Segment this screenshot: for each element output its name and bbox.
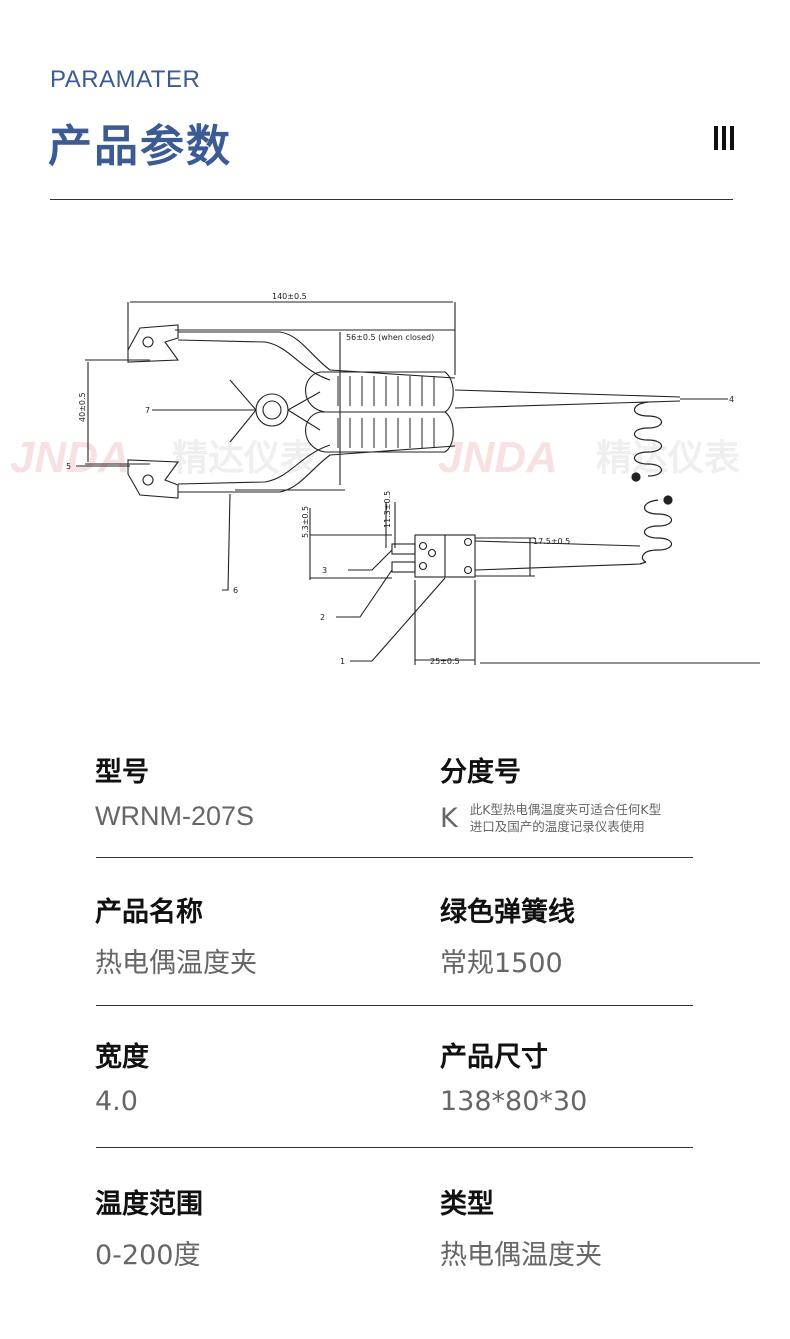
param-label: 型号	[95, 757, 149, 788]
row-divider	[96, 857, 693, 858]
watermark-brand-right: 精达仪表	[596, 438, 740, 479]
dim-length: 140±0.5	[272, 292, 307, 301]
callout-2: 2	[320, 613, 325, 622]
watermark-logo-left: JNDA	[10, 433, 130, 482]
graduation-note-line-1: 此K型热电偶温度夹可适合任何K型	[469, 802, 662, 817]
param-row-3: 宽度 4.0 产品尺寸 138*80*30	[0, 1035, 790, 1155]
param-spring: 绿色弹簧线 常规1500	[440, 890, 575, 980]
param-label: 绿色弹簧线	[440, 897, 575, 928]
callout-4: 4	[729, 395, 734, 404]
param-model: 型号 WRNM-207S	[95, 750, 254, 832]
param-label: 分度号	[440, 757, 521, 788]
param-width: 宽度 4.0	[95, 1035, 149, 1117]
param-row-1: 型号 WRNM-207S 分度号 K 此K型热电偶温度夹可适合任何K型 进口及国…	[0, 750, 790, 870]
graduation-code: K	[440, 802, 458, 834]
param-temp-range: 温度范围 0-200度	[95, 1182, 203, 1272]
param-value: 常规1500	[440, 948, 563, 979]
callout-7: 7	[145, 406, 150, 415]
dim-plug-height: 17.5±0.5	[533, 537, 570, 546]
param-value: WRNM-207S	[95, 801, 255, 831]
watermark: JNDA 精达仪表 JNDA 精达仪表	[10, 433, 740, 482]
header-en-title: PARAMATER	[50, 66, 201, 93]
watermark-brand-left: 精达仪表	[172, 438, 316, 479]
graduation-note-line-2: 进口及国产的温度记录仪表使用	[469, 819, 645, 834]
row-divider	[96, 1005, 693, 1006]
product-diagram: JNDA 精达仪表 JNDA 精达仪表	[10, 292, 760, 666]
param-value: 138*80*30	[440, 1086, 588, 1117]
callout-1: 1	[340, 657, 345, 666]
graduation-note: 此K型热电偶温度夹可适合任何K型 进口及国产的温度记录仪表使用	[470, 801, 661, 835]
header-divider	[50, 199, 733, 200]
param-row-2: 产品名称 热电偶温度夹 绿色弹簧线 常规1500	[0, 890, 790, 1010]
menu-icon[interactable]	[712, 126, 736, 150]
param-label: 产品名称	[95, 897, 203, 928]
watermark-logo-right: JNDA	[438, 433, 558, 482]
param-type: 类型 热电偶温度夹	[440, 1182, 602, 1272]
callout-6: 6	[233, 586, 238, 595]
page-title: 产品参数	[48, 121, 232, 172]
dim-jaw: 40±0.5	[78, 392, 87, 422]
dim-pin-length: 11.3±0.5	[383, 491, 392, 528]
row-divider	[96, 1147, 693, 1148]
dim-plug-width: 25±0.5	[430, 657, 460, 666]
param-value: 4.0	[95, 1086, 138, 1117]
param-value: K 此K型热电偶温度夹可适合任何K型 进口及国产的温度记录仪表使用	[440, 801, 661, 835]
param-value: 热电偶温度夹	[95, 948, 257, 979]
dim-pin-gap: 5.3±0.5	[301, 506, 310, 538]
param-size: 产品尺寸 138*80*30	[440, 1035, 587, 1117]
param-label: 类型	[440, 1189, 494, 1220]
param-label: 宽度	[95, 1042, 149, 1073]
param-row-4: 温度范围 0-200度 类型 热电偶温度夹	[0, 1182, 790, 1302]
param-value: 热电偶温度夹	[440, 1240, 602, 1271]
param-graduation: 分度号 K 此K型热电偶温度夹可适合任何K型 进口及国产的温度记录仪表使用	[440, 750, 661, 835]
callout-3: 3	[322, 566, 327, 575]
param-value: 0-200度	[95, 1240, 201, 1271]
param-label: 温度范围	[95, 1189, 203, 1220]
callout-5: 5	[66, 462, 71, 471]
param-label: 产品尺寸	[440, 1042, 548, 1073]
param-name: 产品名称 热电偶温度夹	[95, 890, 257, 980]
dim-opening: 56±0.5 (when closed)	[346, 333, 434, 342]
